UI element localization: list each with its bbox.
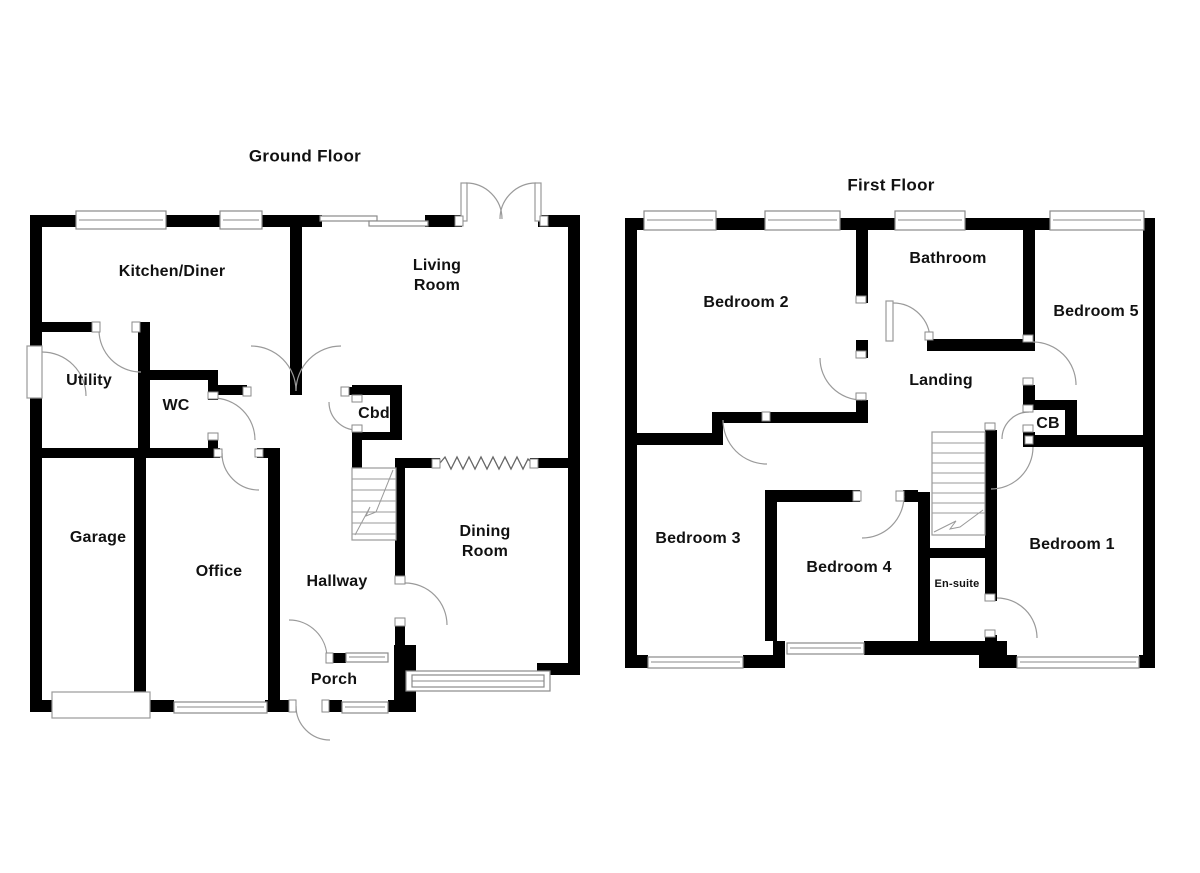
bay-window <box>405 670 551 692</box>
window <box>764 210 841 231</box>
ground-floor-stairs <box>351 467 397 541</box>
door-arc-utility <box>98 329 142 373</box>
room-label-ensuite: En-suite <box>934 578 980 591</box>
room-label-living-room: Living Room <box>412 257 462 294</box>
window <box>75 210 167 230</box>
first-floor-jambs <box>761 295 1034 638</box>
door-arc-front <box>295 705 331 741</box>
door-arc-porch-hall <box>288 619 328 659</box>
door-arc-bedroom-1 <box>990 446 1034 490</box>
first-floor-walls <box>625 218 1155 668</box>
ground-floor-windows <box>51 210 551 719</box>
room-label-utility: Utility <box>66 372 112 389</box>
window <box>647 656 744 669</box>
room-label-wc: WC <box>162 397 190 414</box>
sliding-door <box>319 215 429 227</box>
door-arc-office <box>221 452 260 491</box>
first-floor-doors <box>722 300 1077 639</box>
window <box>643 210 717 231</box>
door-arc-french-right <box>499 182 537 220</box>
door-leaf-bathroom <box>885 300 894 342</box>
ground-floor-doors <box>26 182 542 741</box>
room-label-dining-room: Dining Room <box>459 523 511 560</box>
room-label-cb: CB <box>1036 415 1060 432</box>
stair-direction-arrow <box>354 469 394 536</box>
door-arc-bedroom-4 <box>861 495 905 539</box>
ground-floor-jambs <box>91 215 549 713</box>
door-arc-bedroom-2 <box>819 357 863 401</box>
room-label-kitchen-diner: Kitchen/Diner <box>118 263 226 280</box>
room-divider-zigzag <box>439 455 533 471</box>
room-label-bathroom: Bathroom <box>909 250 987 267</box>
room-label-bedroom-3: Bedroom 3 <box>655 530 741 547</box>
window <box>894 210 966 231</box>
door-arc-double-left <box>250 345 297 392</box>
room-label-cbd: Cbd <box>358 405 390 422</box>
door-arc-double-right <box>295 345 342 392</box>
door-leaf-french-left <box>460 182 468 222</box>
door-arc-ensuite <box>996 597 1038 639</box>
window <box>341 701 389 714</box>
door-arc-dining <box>404 582 448 626</box>
window <box>1016 656 1140 669</box>
room-label-porch: Porch <box>310 671 358 688</box>
door-arc-bedroom-5 <box>1032 341 1077 386</box>
room-label-bedroom-1: Bedroom 1 <box>1029 536 1115 553</box>
room-label-hallway: Hallway <box>306 573 368 590</box>
garage-door <box>51 691 151 719</box>
ground-floor-walls <box>30 215 580 712</box>
room-label-landing: Landing <box>909 372 973 389</box>
door-arc-bathroom <box>892 302 931 341</box>
door-arc-wc <box>212 397 256 441</box>
door-arc-utility-external <box>41 351 87 397</box>
room-label-bedroom-2: Bedroom 2 <box>703 294 789 311</box>
door-arc-french-left <box>465 182 503 220</box>
window <box>1049 210 1145 231</box>
first-floor-stairs <box>931 431 986 536</box>
room-label-bedroom-5: Bedroom 5 <box>1053 303 1139 320</box>
door-arc-bedroom-3 <box>722 419 768 465</box>
first-floor-title: First Floor <box>847 175 935 195</box>
stair-direction-arrow <box>933 509 984 533</box>
room-label-garage: Garage <box>69 529 127 546</box>
window <box>345 652 389 663</box>
window <box>786 642 865 655</box>
room-label-bedroom-4: Bedroom 4 <box>806 559 892 576</box>
room-label-office: Office <box>195 563 243 580</box>
ground-floor-title: Ground Floor <box>248 146 362 166</box>
window <box>219 210 263 230</box>
window <box>173 701 268 714</box>
door-leaf-french-right <box>534 182 542 222</box>
door-leaf-utility-external <box>26 345 43 399</box>
first-floor-windows <box>643 210 1145 669</box>
